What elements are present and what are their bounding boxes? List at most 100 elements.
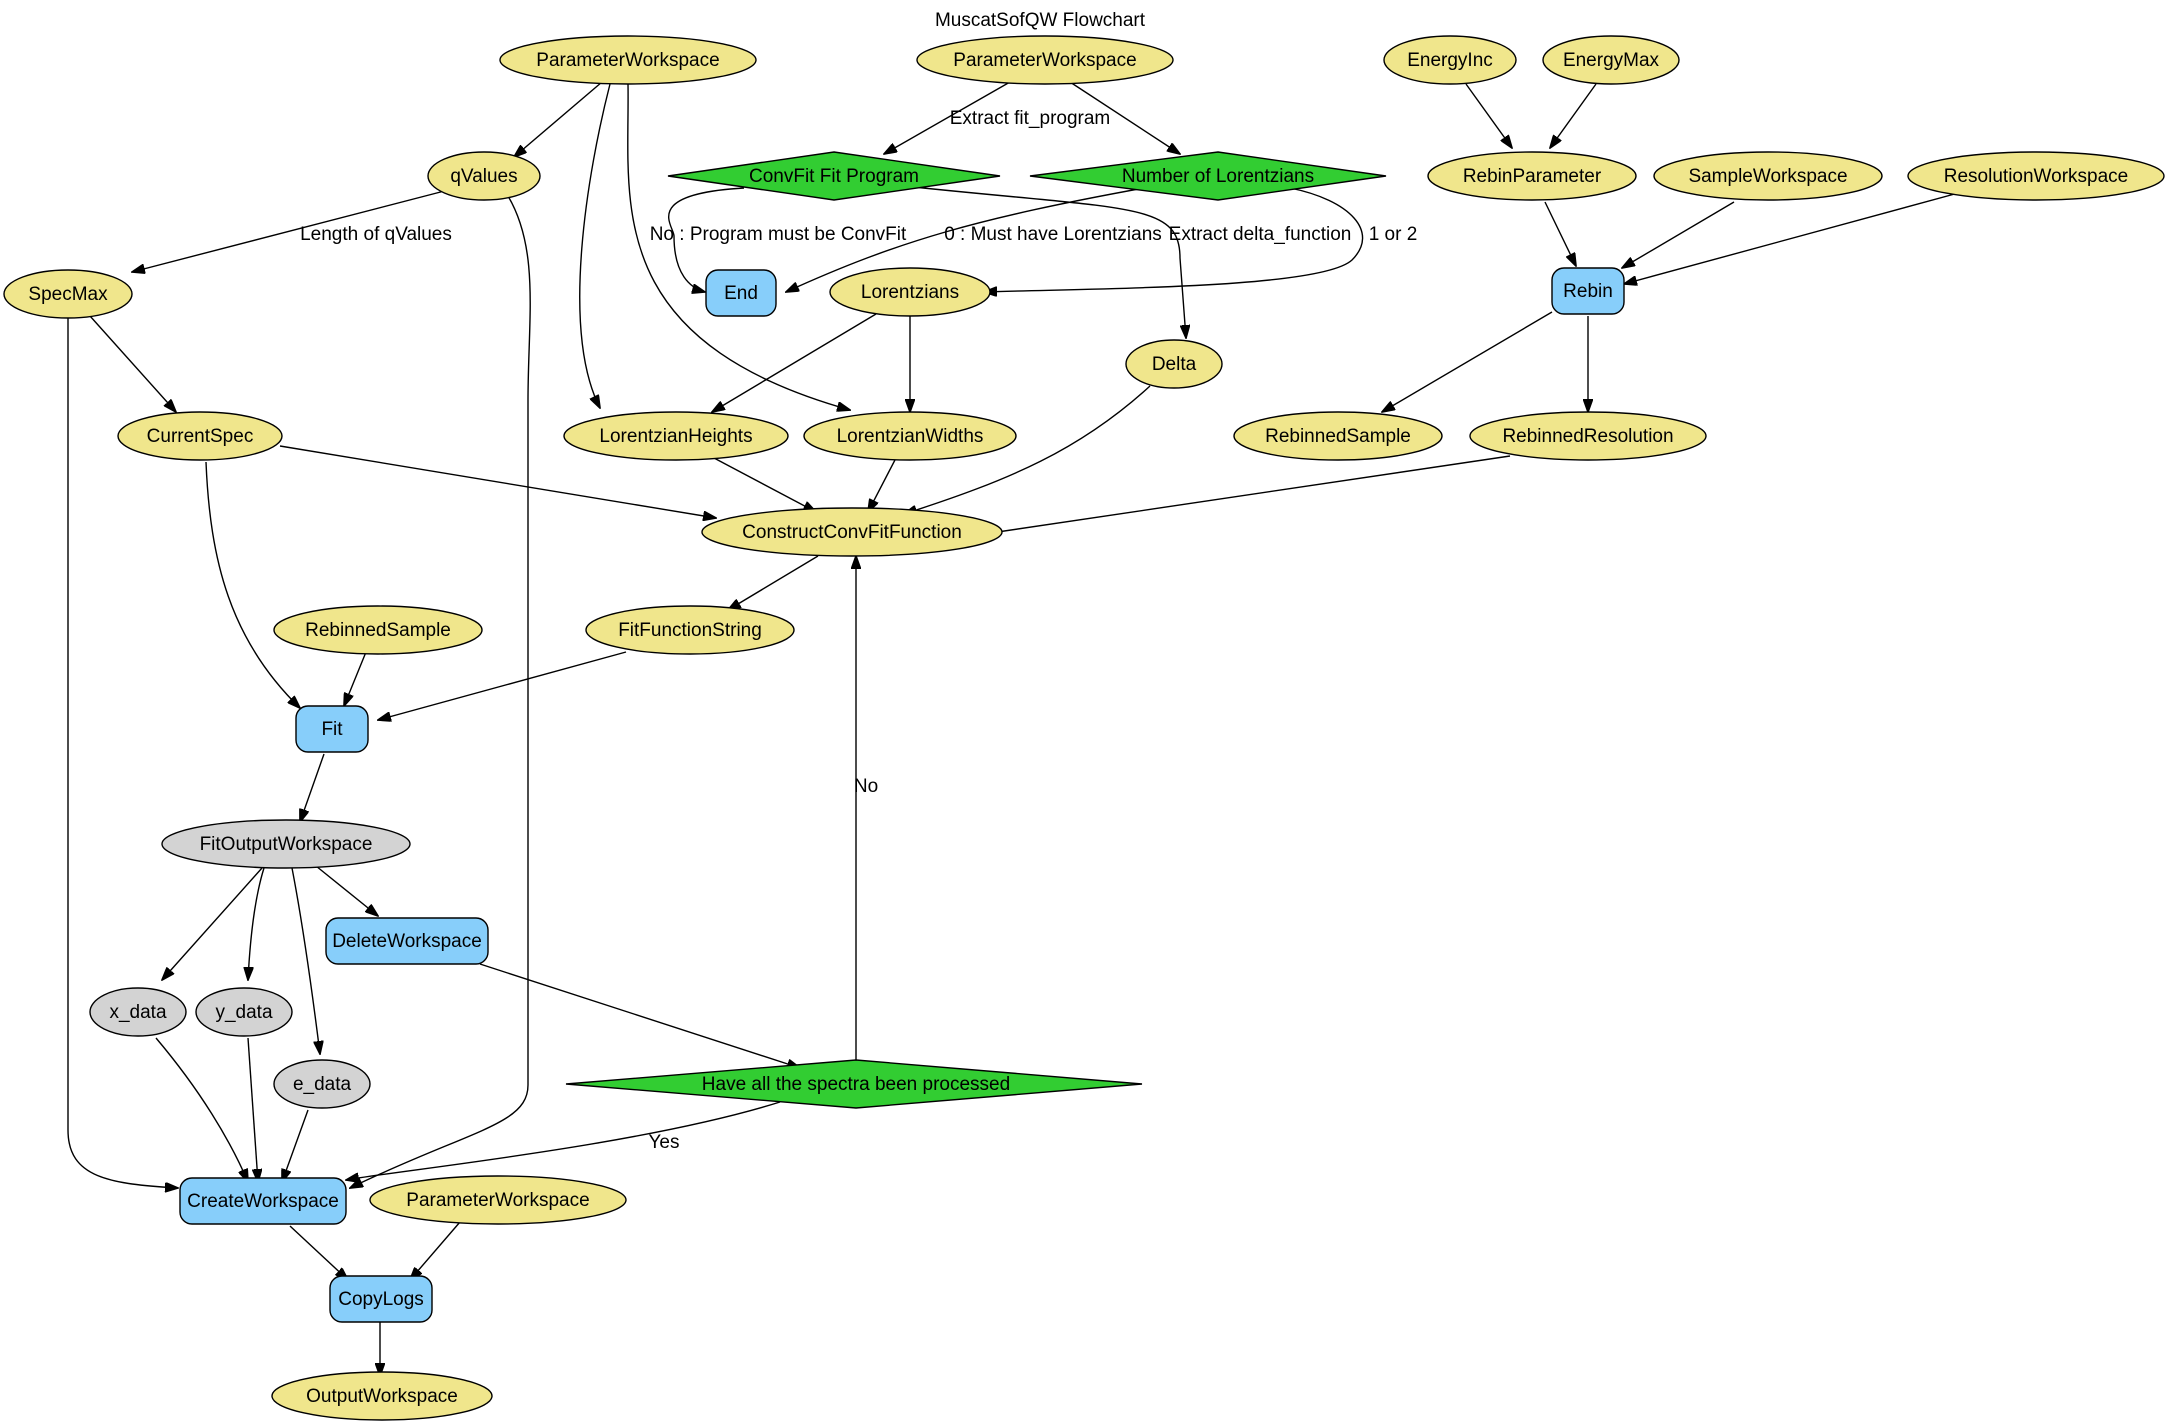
- node-label: OutputWorkspace: [306, 1386, 458, 1407]
- nodes: ParameterWorkspace ParameterWorkspace En…: [3, 35, 2165, 1421]
- node-label: Delta: [1152, 354, 1197, 375]
- node-energy-max[interactable]: EnergyMax: [1542, 35, 1680, 85]
- node-label: End: [724, 283, 758, 304]
- edge-deletews-spectra: [479, 963, 800, 1068]
- node-fit-output-workspace[interactable]: FitOutputWorkspace: [161, 819, 411, 869]
- edge-energyinc-rebinparam: [1465, 83, 1512, 148]
- edge-numlor-end: [786, 187, 1145, 292]
- edge-spectra-createws: [346, 1101, 781, 1180]
- edge-label-extract-fit-program: Extract fit_program: [950, 108, 1111, 129]
- node-label: y_data: [215, 1002, 272, 1023]
- node-label: Fit: [321, 719, 343, 740]
- node-label: Lorentzians: [861, 282, 959, 303]
- node-end[interactable]: End: [705, 269, 777, 317]
- edge-createws-copylogs: [289, 1225, 348, 1280]
- node-fit-function-string[interactable]: FitFunctionString: [585, 605, 795, 655]
- node-label: RebinnedSample: [1265, 426, 1411, 447]
- edge-label-length-qvalues: Length of qValues: [300, 224, 452, 245]
- edge-qvalues-specmax: [132, 187, 457, 272]
- node-specmax[interactable]: SpecMax: [3, 269, 133, 319]
- node-label: CreateWorkspace: [187, 1191, 339, 1212]
- node-number-of-lorentzians[interactable]: Number of Lorentzians: [1029, 151, 1387, 201]
- chart-title: MuscatSofQW Flowchart: [935, 10, 1146, 31]
- node-spectra-processed[interactable]: Have all the spectra been processed: [565, 1059, 1143, 1109]
- edge-lorwidths-construct: [868, 457, 897, 512]
- node-rebin[interactable]: Rebin: [1551, 267, 1625, 315]
- node-sample-workspace[interactable]: SampleWorkspace: [1653, 151, 1883, 201]
- edge-label-no: No: [854, 776, 878, 797]
- edge-pw3-copylogs: [410, 1221, 461, 1280]
- node-parameter-workspace-3[interactable]: ParameterWorkspace: [369, 1175, 627, 1225]
- node-label: ConvFit Fit Program: [749, 166, 919, 187]
- node-rebinned-sample[interactable]: RebinnedSample: [1233, 411, 1443, 461]
- node-label: Have all the spectra been processed: [702, 1074, 1010, 1095]
- edge-label-one-or-two: 1 or 2: [1369, 224, 1418, 245]
- edge-construct-fitfunc: [728, 555, 819, 610]
- node-resolution-workspace[interactable]: ResolutionWorkspace: [1907, 151, 2165, 201]
- node-parameter-workspace-1[interactable]: ParameterWorkspace: [499, 35, 757, 85]
- node-label: CurrentSpec: [147, 426, 254, 447]
- node-label: ConstructConvFitFunction: [742, 522, 962, 543]
- node-label: ParameterWorkspace: [953, 50, 1136, 71]
- edge-currentspec-fit: [205, 461, 300, 708]
- edges: [67, 81, 1963, 1376]
- edge-rebinsample2-fit: [344, 651, 367, 706]
- node-rebin-parameter[interactable]: RebinParameter: [1427, 151, 1637, 201]
- node-delta[interactable]: Delta: [1125, 339, 1223, 389]
- node-qvalues[interactable]: qValues: [427, 151, 541, 201]
- edge-samplews-rebin: [1622, 201, 1735, 268]
- edge-lorentzians-lorheights: [712, 313, 877, 412]
- node-label: ResolutionWorkspace: [1944, 166, 2128, 187]
- edge-fitout-xdata: [162, 867, 263, 980]
- edge-label-no-program: No : Program must be ConvFit: [650, 224, 907, 245]
- edge-convfit-end: [668, 187, 745, 292]
- node-rebinned-sample-2[interactable]: RebinnedSample: [273, 605, 483, 655]
- node-label: LorentzianWidths: [837, 426, 984, 447]
- node-label: FitOutputWorkspace: [200, 834, 373, 855]
- node-lorentzians[interactable]: Lorentzians: [829, 267, 991, 317]
- node-label: Rebin: [1563, 281, 1613, 302]
- node-label: ParameterWorkspace: [536, 50, 719, 71]
- edge-pw1-lorheights: [579, 83, 611, 408]
- node-convfit-program[interactable]: ConvFit Fit Program: [667, 151, 1001, 201]
- node-label: LorentzianHeights: [599, 426, 752, 447]
- node-construct-convfit-function[interactable]: ConstructConvFitFunction: [701, 507, 1003, 557]
- edge-qvalues-createws: [350, 195, 531, 1188]
- edge-fit-fitout: [300, 753, 325, 822]
- node-copy-logs[interactable]: CopyLogs: [329, 1275, 433, 1323]
- node-create-workspace[interactable]: CreateWorkspace: [179, 1177, 347, 1225]
- node-label: Number of Lorentzians: [1122, 166, 1314, 187]
- node-x-data[interactable]: x_data: [89, 987, 187, 1037]
- node-label: DeleteWorkspace: [332, 931, 482, 952]
- edge-delta-construct: [904, 385, 1151, 514]
- edge-pw1-qvalues: [514, 81, 603, 157]
- node-delete-workspace[interactable]: DeleteWorkspace: [325, 917, 489, 965]
- node-fit[interactable]: Fit: [295, 705, 369, 753]
- edge-numlor-lorentzians: [984, 187, 1364, 292]
- edge-ydata-createws: [247, 1037, 258, 1182]
- node-energy-inc[interactable]: EnergyInc: [1383, 35, 1517, 85]
- node-label: CopyLogs: [338, 1289, 424, 1310]
- node-e-data[interactable]: e_data: [273, 1059, 371, 1109]
- edge-currentspec-construct: [279, 445, 716, 518]
- edge-specmax-createws: [67, 316, 178, 1188]
- edge-xdata-createws: [155, 1037, 248, 1182]
- node-rebinned-resolution[interactable]: RebinnedResolution: [1469, 411, 1707, 461]
- edge-specmax-currentspec: [89, 315, 176, 412]
- node-label: SpecMax: [28, 284, 108, 305]
- node-label: FitFunctionString: [618, 620, 762, 641]
- node-lorentzian-widths[interactable]: LorentzianWidths: [803, 411, 1017, 461]
- node-label: RebinnedResolution: [1502, 426, 1673, 447]
- node-label: EnergyInc: [1407, 50, 1493, 71]
- edge-label-zero-lorentzians: 0 : Must have Lorentzians: [944, 224, 1162, 245]
- node-lorentzian-heights[interactable]: LorentzianHeights: [563, 411, 789, 461]
- edge-pw1-lorwidths: [627, 83, 850, 410]
- edge-label-extract-delta: Extract delta_function: [1169, 224, 1352, 245]
- node-output-workspace[interactable]: OutputWorkspace: [271, 1371, 493, 1421]
- edge-rebinparam-rebin: [1544, 201, 1576, 266]
- node-current-spec[interactable]: CurrentSpec: [117, 411, 283, 461]
- node-y-data[interactable]: y_data: [195, 987, 293, 1037]
- node-parameter-workspace-2[interactable]: ParameterWorkspace: [916, 35, 1174, 85]
- edge-pw2-numlor: [1069, 81, 1180, 154]
